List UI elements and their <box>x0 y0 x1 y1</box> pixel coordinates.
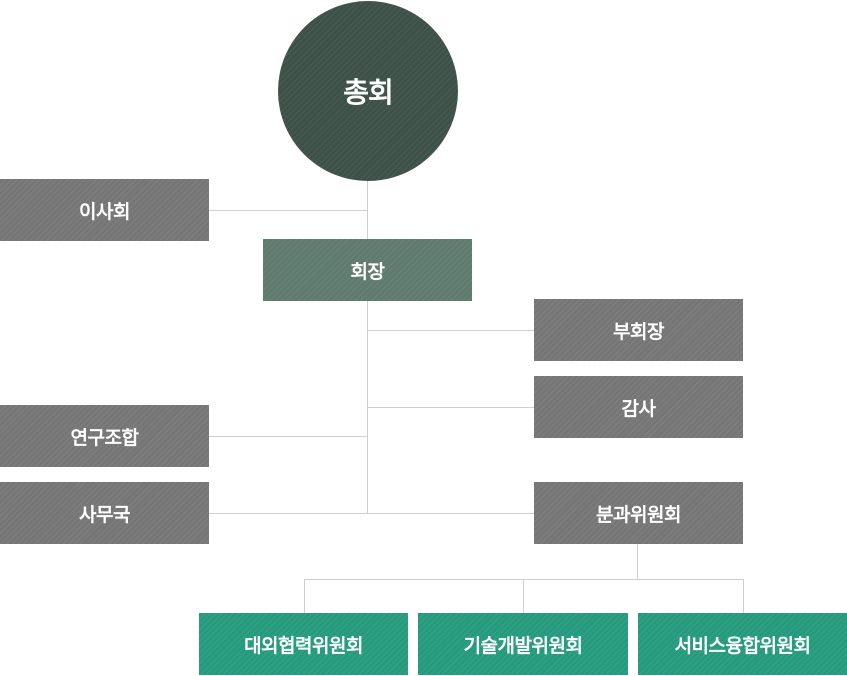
committee-node: 기술개발위원회 <box>418 613 628 675</box>
subcommittees-node: 분과위원회 <box>534 482 743 544</box>
connector-auditor <box>367 407 534 408</box>
vice-chairman-label: 부회장 <box>613 320 664 343</box>
connector-secretariat-subcommittees <box>209 513 534 514</box>
secretariat-node: 사무국 <box>0 482 209 544</box>
research-union-label: 연구조합 <box>70 426 139 449</box>
committee-label: 서비스융합위원회 <box>674 634 811 657</box>
general-assembly-label: 총회 <box>343 76 394 109</box>
auditor-label: 감사 <box>621 397 656 420</box>
connector-board <box>209 210 368 211</box>
connector-subcommittees-down <box>637 544 638 579</box>
committee-node: 서비스융합위원회 <box>638 613 847 675</box>
connector-committee-2 <box>523 579 524 613</box>
secretariat-label: 사무국 <box>79 503 130 526</box>
auditor-node: 감사 <box>534 376 743 438</box>
committee-label: 대외협력위원회 <box>244 634 363 657</box>
board-node: 이사회 <box>0 179 209 241</box>
committee-node: 대외협력위원회 <box>199 613 408 675</box>
connector-research-union <box>209 436 368 437</box>
vice-chairman-node: 부회장 <box>534 299 743 361</box>
connector-vice-chairman <box>367 330 534 331</box>
research-union-node: 연구조합 <box>0 405 209 467</box>
general-assembly-node: 총회 <box>278 1 458 181</box>
connector-committees-horizontal <box>304 579 744 580</box>
chairman-label: 회장 <box>350 260 385 283</box>
connector-committee-3 <box>743 579 744 613</box>
committee-label: 기술개발위원회 <box>463 634 583 657</box>
board-label: 이사회 <box>79 200 130 223</box>
connector-committee-1 <box>304 579 305 613</box>
chairman-node: 회장 <box>263 239 472 301</box>
subcommittees-label: 분과위원회 <box>596 503 681 526</box>
